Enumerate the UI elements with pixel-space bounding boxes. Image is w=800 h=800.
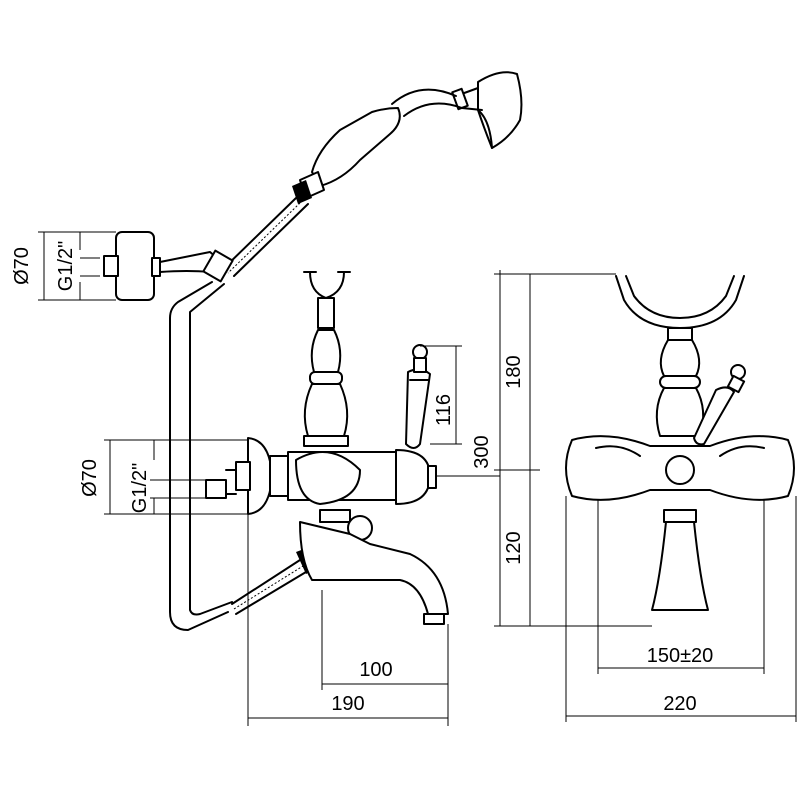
hand-shower (221, 71, 523, 277)
front-width-label: 220 (663, 693, 696, 715)
front-upper-label: 180 (503, 355, 525, 388)
mid-thread-label: G1/2" (129, 463, 151, 513)
dimension-lines (38, 231, 797, 726)
front-lower-label: 120 (503, 531, 525, 564)
mid-diameter-label: Ø70 (79, 459, 101, 497)
top-diameter-label: Ø70 (11, 247, 33, 285)
top-thread-label: G1/2" (55, 241, 77, 291)
total-depth-label: 190 (331, 693, 364, 715)
wall-bracket (103, 231, 234, 301)
shower-riser (169, 281, 233, 631)
spout-projection-label: 100 (359, 659, 392, 681)
centers-label: 150±20 (647, 645, 714, 667)
total-height-label: 300 (471, 435, 493, 468)
lever-height-label: 116 (433, 394, 455, 426)
side-view-mixer (205, 271, 449, 625)
front-view-mixer (565, 275, 795, 611)
dimension-labels: Ø70 G1/2" Ø70 G1/2" 116 300 100 190 180 … (11, 241, 713, 715)
